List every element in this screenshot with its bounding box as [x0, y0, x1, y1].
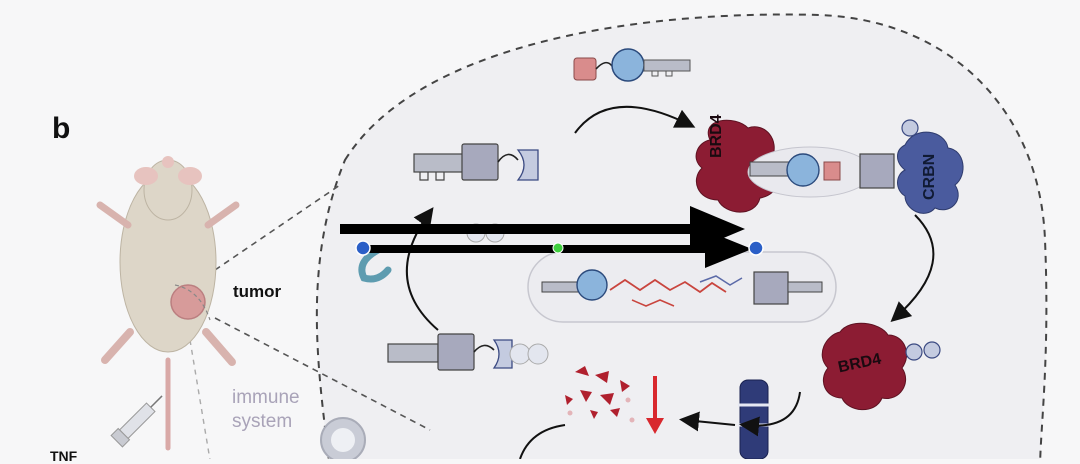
ternary-complex — [695, 119, 964, 214]
brd4-top-label: BRD4 — [708, 114, 725, 158]
tnf-label: TNF — [50, 448, 78, 464]
cycle-arrow-top — [574, 105, 696, 134]
end-point — [748, 240, 764, 256]
brd4-ubiquitinated — [821, 322, 941, 411]
degradation-arrow — [679, 411, 736, 432]
overlay-arrow-upper-head — [690, 206, 745, 252]
start-point — [355, 240, 371, 256]
overlay-arrow-lower-head — [705, 230, 752, 268]
decrease-arrow — [646, 376, 664, 434]
immune-dashed-line — [189, 339, 211, 459]
overlay-arrows — [340, 206, 764, 268]
cycle-arrow-right — [890, 214, 935, 322]
zoom-ellipse — [315, 13, 1048, 459]
panel-letter: b — [52, 112, 71, 145]
proteasome-illustration — [738, 379, 770, 459]
protein-fragments — [565, 366, 635, 423]
crbn-label: CRBN — [921, 153, 938, 200]
top-degrader-key — [573, 48, 691, 82]
brd4-top-blob — [695, 119, 781, 213]
syringe-illustration — [110, 395, 163, 448]
mouse-illustration — [96, 156, 240, 366]
degrader-molecule — [527, 251, 837, 323]
cycle-arrow-bottom — [739, 391, 801, 437]
crbn-fragment-left — [358, 246, 392, 283]
zoom-line-lower — [214, 317, 431, 431]
key-lock-bottom-left — [387, 333, 549, 371]
mid-point — [552, 242, 564, 254]
immune-cell-illustration — [320, 417, 366, 459]
immune-system-label: immune system — [232, 387, 300, 432]
brd4-bottom-blob — [821, 322, 907, 411]
tumor-mass — [170, 284, 206, 320]
crbn-blob — [897, 131, 964, 214]
key-lock-left — [413, 143, 539, 181]
fragment-arrow — [519, 424, 566, 459]
zoom-line-upper — [214, 184, 341, 271]
tumor-label: tumor — [233, 282, 282, 301]
